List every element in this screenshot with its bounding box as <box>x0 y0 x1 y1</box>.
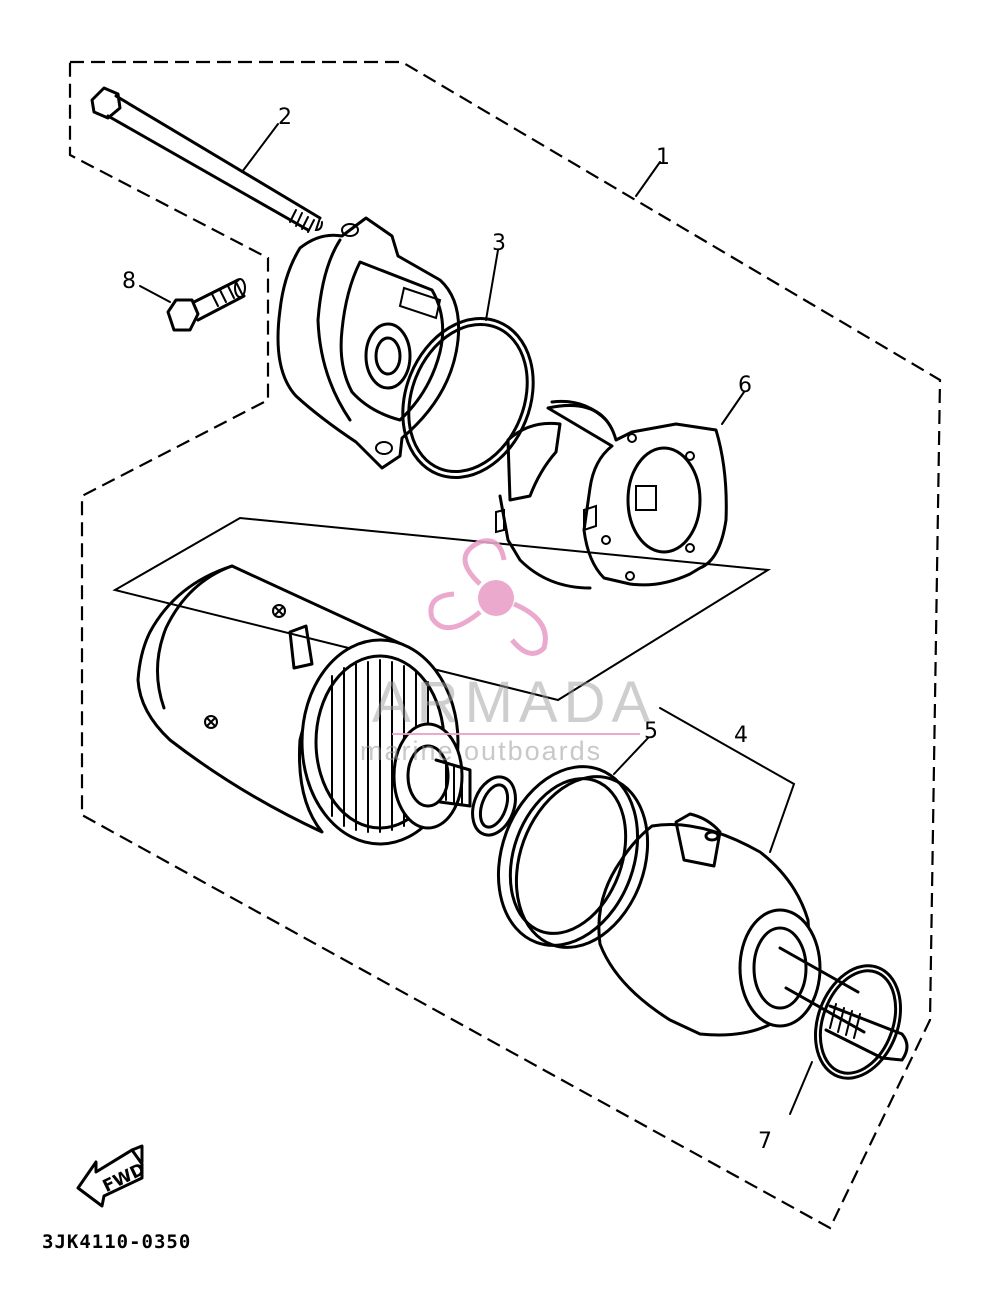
watermark-brand: ARMADA <box>372 670 656 735</box>
snap-ring <box>471 775 517 837</box>
o-ring-part-7 <box>813 964 903 1080</box>
through-bolt-part-2 <box>90 86 323 233</box>
callout-5: 5 <box>644 719 658 744</box>
motor-yoke <box>136 564 472 846</box>
o-ring-part-3 <box>401 317 535 479</box>
callout-1: 1 <box>656 145 670 170</box>
callout-3: 3 <box>492 231 506 256</box>
diagram-code: 3JK4110-0350 <box>42 1231 191 1253</box>
ring-gear-part-5 <box>496 765 650 949</box>
watermark-tagline: marine outboards <box>360 736 602 766</box>
assembly-boundary-dashed <box>68 60 942 1230</box>
callout-4: 4 <box>734 723 748 748</box>
brush-plate-part-6 <box>495 399 728 590</box>
fwd-arrow-icon: FWD <box>76 1144 148 1208</box>
bolt-part-8 <box>166 278 246 332</box>
callout-8: 8 <box>122 269 136 294</box>
callout-7: 7 <box>758 1129 772 1154</box>
armada-logo-watermark: ARMADA marine outboards <box>360 538 656 766</box>
callout-2: 2 <box>278 105 292 130</box>
callout-6: 6 <box>738 373 752 398</box>
leader-lines <box>139 123 813 1115</box>
gear-housing-part-4 <box>597 812 909 1062</box>
